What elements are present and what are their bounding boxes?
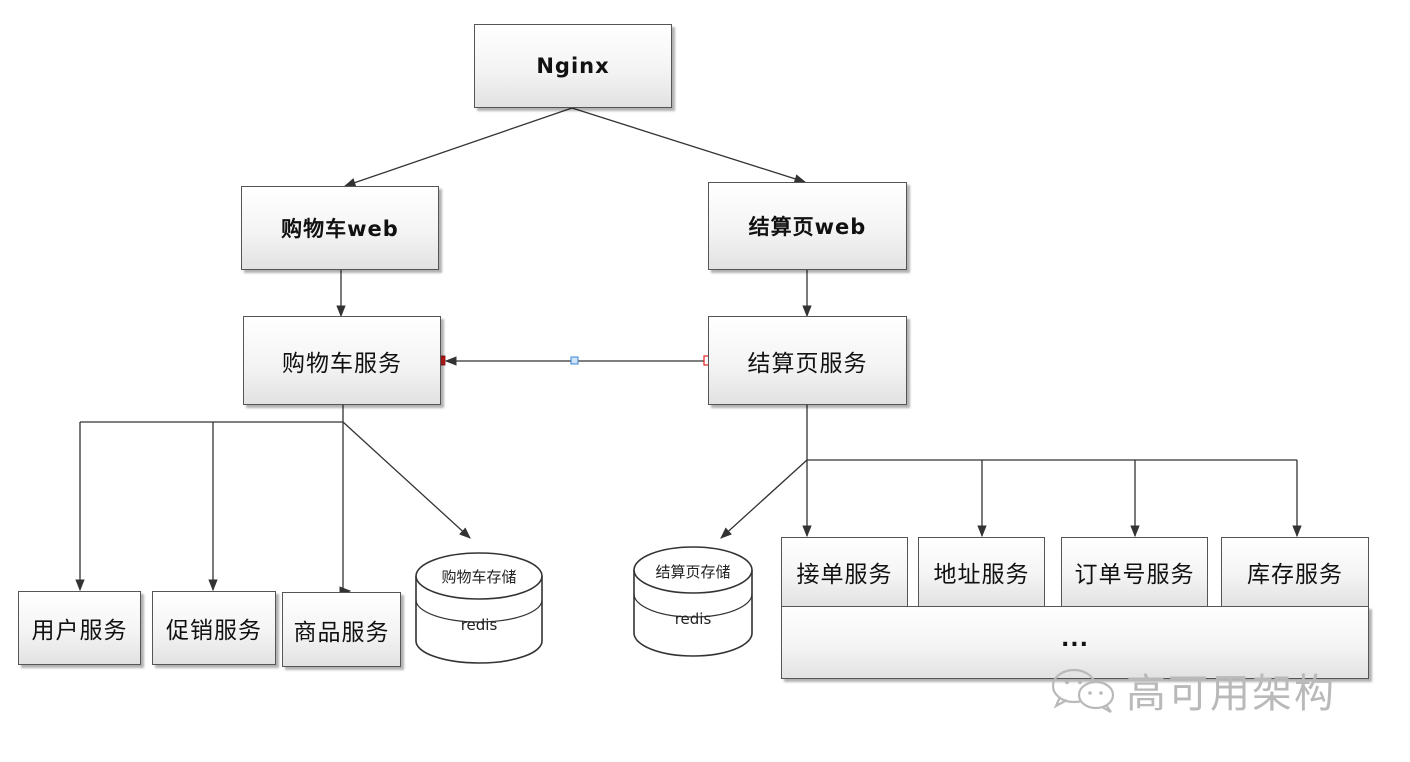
edge-checkout-storage: [720, 459, 808, 539]
connector-midpoint-handle: [570, 356, 579, 365]
watermark-text: 高可用架构: [1126, 671, 1336, 717]
user-service-node: 用户服务: [18, 591, 141, 665]
edge-cart-product: [339, 422, 352, 596]
more-services-node: ...: [781, 606, 1369, 679]
watermark: 高可用架构: [1050, 666, 1370, 717]
wechat-icon: [1051, 668, 1115, 713]
checkout-storage-title: 结算页存储: [655, 563, 731, 581]
promo-service-node: 促销服务: [152, 591, 276, 665]
cart-storage-title: 购物车存储: [441, 568, 517, 586]
more-services-label: ...: [1060, 627, 1090, 652]
cart-storage-engine: redis: [460, 616, 498, 634]
checkout-service-node: 结算页服务: [708, 316, 907, 405]
inventory-service-node: 库存服务: [1221, 537, 1369, 607]
cart-storage-cylinder: [415, 552, 543, 664]
checkout-web-node: 结算页web: [708, 182, 907, 270]
edge-cart-storage: [342, 421, 471, 539]
product-service-node: 商品服务: [282, 592, 401, 667]
edge-nginx-cart-web: [343, 107, 573, 188]
edge-nginx-checkout-web: [571, 107, 807, 184]
nginx-node: Nginx: [474, 24, 672, 108]
cart-web-node: 购物车web: [241, 186, 439, 270]
checkout-storage-cylinder: [633, 546, 753, 657]
address-service-node: 地址服务: [918, 537, 1045, 607]
order-accept-service-node: 接单服务: [781, 537, 908, 607]
checkout-storage-engine: redis: [674, 610, 712, 628]
order-number-service-node: 订单号服务: [1061, 537, 1208, 607]
cart-service-node: 购物车服务: [243, 316, 441, 405]
